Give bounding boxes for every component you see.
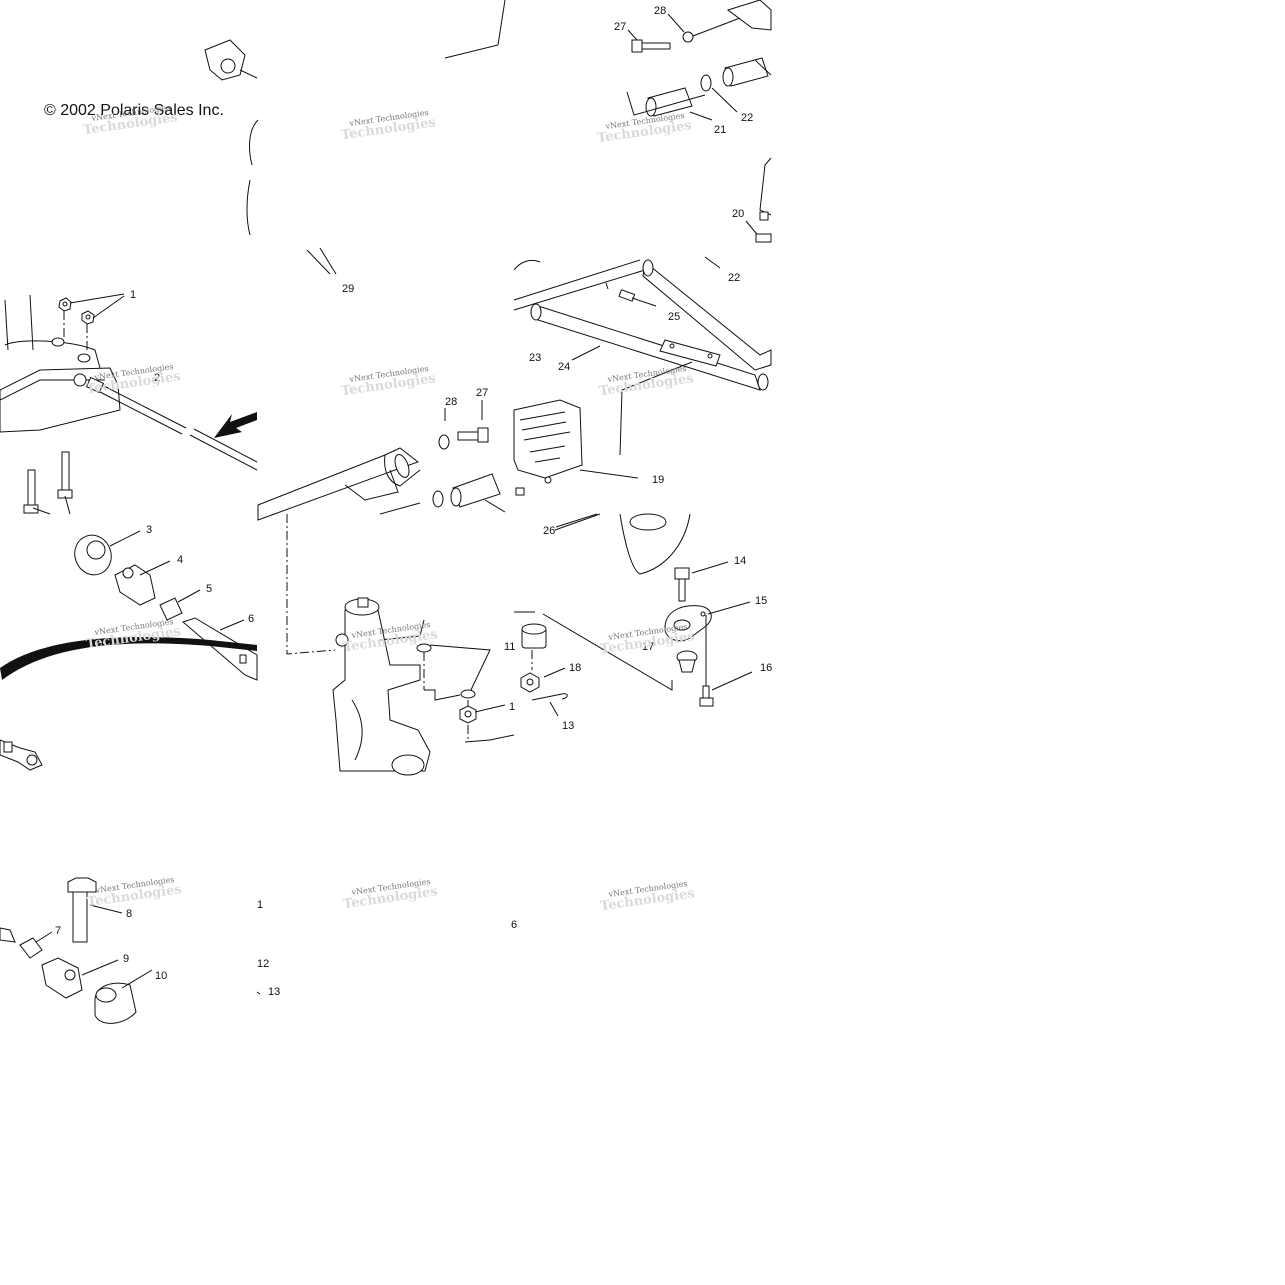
callout-8: 8 [126,908,132,920]
tile-lower-right: 26 11 18 13 14 15 [504,513,772,732]
watermark-11: Technologies vNext Technologies [342,877,438,912]
callout-22-mid: 22 [728,272,740,284]
bolt-lower-a [23,469,39,514]
callout-27-mid: 27 [476,387,488,399]
callout-24: 24 [558,361,570,373]
cable [0,637,257,680]
callout-13-lower: 13 [268,986,280,998]
tile-lower-left: 3 4 5 6 [0,524,258,771]
bushing-21-top [645,87,693,117]
sleeve-7 [0,927,43,959]
tie-rod-6 [182,617,258,681]
callout-26: 26 [543,525,555,537]
watermark-7: Technologies vNext Technologies [85,617,181,652]
callout-3: 3 [146,524,152,536]
callout-11: 11 [504,641,515,653]
arrow-direction [214,412,257,438]
watermark-2: Technologies vNext Technologies [340,108,436,143]
callout-27-top: 27 [614,21,626,33]
watermark-4: Technologies vNext Technologies [85,362,181,397]
ball-joint-17 [676,650,698,673]
tile-middle-left: 1 2 [0,289,258,515]
tile-top-left: © 2002 Polaris Sales Inc. [44,39,258,119]
callout-25: 25 [668,311,680,323]
watermark-10: Technologies vNext Technologies [86,875,182,910]
tie-rod-end-top [204,39,258,81]
a-arm-arm [257,447,421,521]
tile-bottom-left: 8 7 9 10 [0,877,167,1024]
castle-nut-18 [520,672,540,693]
callout-19: 19 [652,474,664,486]
washer-28-mid [438,434,450,450]
callout-29: 29 [342,283,354,295]
callout-28-mid: 28 [445,396,457,408]
washer-28-top [682,31,694,43]
callout-2-frag: 2 [154,372,160,384]
washer-mid [432,490,444,508]
nut-1-mid [459,705,477,724]
callout-23: 23 [529,352,541,364]
tile-middle-right: 25 22 23 24 19 [513,256,772,496]
ball-joint-4 [114,564,156,606]
grease-fitting-25 [618,289,657,307]
callout-9: 9 [123,953,129,965]
callout-18: 18 [569,662,581,674]
nut-1a [58,297,72,312]
bolt-8 [67,877,97,943]
callout-20: 20 [732,208,744,220]
bushing-21-mid [450,473,501,508]
callout-16: 16 [760,662,772,674]
callout-1-top: 1 [130,289,136,301]
bushing-22-top [700,57,769,92]
rod-end-10 [94,982,137,1024]
flange-plate-15 [664,605,712,642]
tile-bottom-center: 1 12 13 6 [256,899,517,998]
bolt-lower-b [57,451,73,499]
callout-13: 13 [562,720,574,732]
callout-28-top: 28 [654,5,666,17]
spindle-knuckle [332,597,431,776]
callout-7: 7 [55,925,61,937]
watermark-5: Technologies vNext Technologies [340,364,436,399]
tile-top-right: 27 28 21 22 20 [614,0,772,243]
bolt-14 [674,567,690,602]
tile-lower-center: 1 [286,514,515,776]
watermarks: Technologies vNext Technologies Technolo… [82,103,695,914]
callout-12-frag: 12 [257,958,269,970]
bolt-27-mid [457,427,489,443]
steering-rod [73,373,258,471]
nut-1b [81,310,95,325]
callout-4: 4 [177,554,183,566]
tie-rod-end-lower [0,739,43,771]
callout-22-top: 22 [741,112,753,124]
ball-joint-9 [41,957,83,999]
callout-14: 14 [734,555,746,567]
callout-21-top: 21 [714,124,726,136]
bushing-11 [521,623,547,649]
cotter-pin-13 [531,693,568,701]
callout-10: 10 [155,970,167,982]
callout-1-mid: 1 [509,701,515,713]
callout-6-frag: 6 [511,919,517,931]
callout-6: 6 [248,613,254,625]
sleeve-5 [159,597,183,621]
callout-5: 5 [206,583,212,595]
watermark-6: Technologies vNext Technologies [598,364,694,399]
copyright-notice: © 2002 Polaris Sales Inc. [44,102,224,119]
watermark-3: Technologies vNext Technologies [596,111,692,146]
bolt-27-top [627,29,671,53]
tile-top-center: 29 [246,0,506,295]
callout-15: 15 [755,595,767,607]
rod-end-3 [74,534,112,576]
callout-17: 17 [642,641,654,653]
watermark-12: Technologies vNext Technologies [599,879,695,914]
tile-middle-center: 28 27 [257,387,506,521]
bracket-plate [659,339,721,367]
callout-1-frag: 1 [257,899,263,911]
skid-plate-19 [513,399,583,484]
bolt-16 [699,685,714,707]
